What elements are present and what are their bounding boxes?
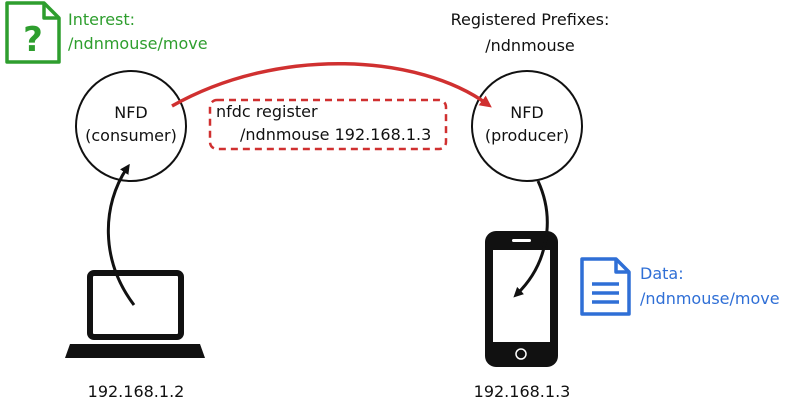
data-label: Data: (640, 264, 684, 283)
interest-label: Interest: (68, 10, 136, 29)
producer-to-phone-arrow (513, 180, 549, 298)
consumer-nfd-role: (consumer) (85, 126, 177, 145)
producer-nfd-node (471, 70, 583, 182)
producer-nfd-title: NFD (510, 103, 544, 122)
phone-ip: 192.168.1.3 (473, 382, 571, 401)
data-document-icon (580, 257, 631, 316)
laptop-icon (65, 270, 205, 358)
laptop-to-consumer-arrow (106, 163, 136, 306)
smartphone-icon (485, 231, 558, 367)
registered-prefix-value: /ndnmouse (485, 36, 575, 55)
register-arrow (171, 61, 492, 108)
register-command-line1: nfdc register (216, 102, 318, 121)
registered-prefixes-label: Registered Prefixes: (450, 10, 610, 29)
register-command-box (208, 98, 448, 151)
svg-text:?: ? (23, 20, 43, 60)
data-name: /ndnmouse/move (640, 289, 780, 308)
consumer-nfd-node (75, 70, 187, 182)
producer-nfd-role: (producer) (484, 126, 570, 145)
interest-document-icon: ? (5, 1, 61, 64)
register-command-line2: /ndnmouse 192.168.1.3 (240, 125, 432, 144)
laptop-ip: 192.168.1.2 (87, 382, 185, 401)
consumer-nfd-title: NFD (114, 103, 148, 122)
interest-name: /ndnmouse/move (68, 34, 208, 53)
